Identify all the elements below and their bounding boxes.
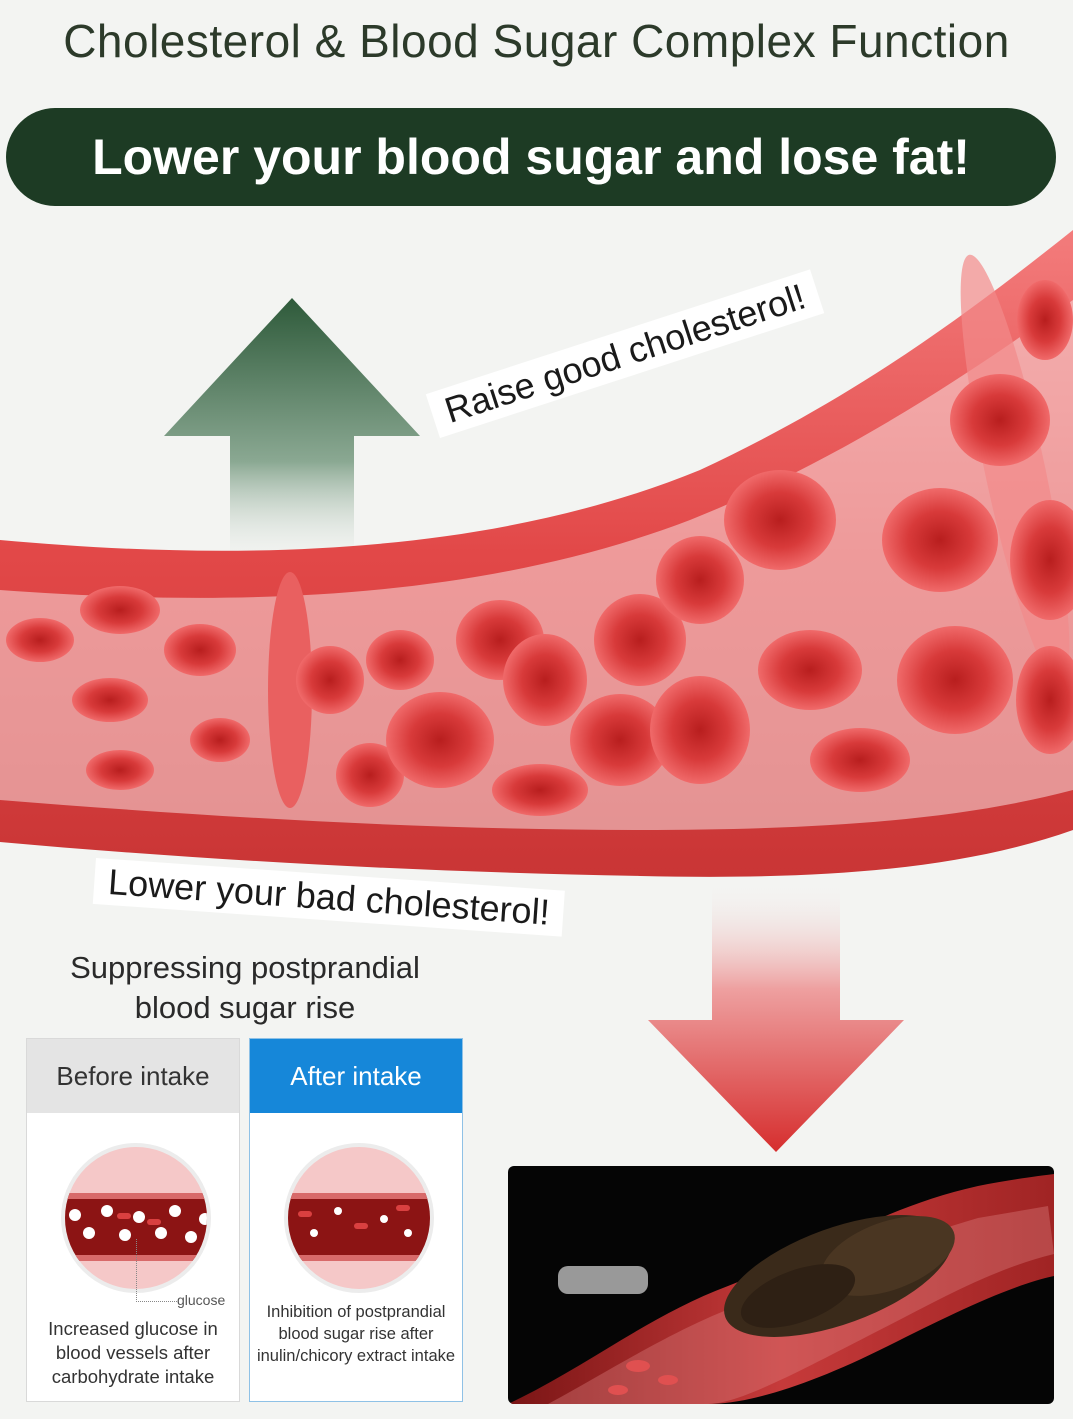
blood-sugar-subheading: Suppressing postprandial blood sugar ris… <box>70 950 420 1025</box>
blood-cell <box>396 1205 410 1211</box>
after-intake-header: After intake <box>250 1039 462 1113</box>
before-intake-header: Before intake <box>27 1039 239 1113</box>
up-arrow-icon <box>164 298 420 570</box>
glucose-callout: glucose <box>177 1292 226 1308</box>
artery-plaque-illustration <box>508 1174 1054 1404</box>
glucose-dot <box>119 1229 131 1241</box>
glucose-dot <box>101 1205 113 1217</box>
glucose-dot <box>404 1229 412 1237</box>
glucose-dot <box>185 1231 197 1243</box>
glucose-dot <box>334 1207 342 1215</box>
glucose-dot <box>83 1227 95 1239</box>
after-intake-card: After intake Inhibition of postprandial … <box>249 1038 463 1402</box>
headline-text: Lower your blood sugar and lose fat! <box>92 129 970 185</box>
blood-cell <box>354 1223 368 1229</box>
blood-cell <box>117 1213 131 1219</box>
before-intake-caption: Increased glucose in blood vessels after… <box>48 1318 218 1387</box>
blood-cell <box>298 1211 312 1217</box>
down-arrow-icon <box>648 880 904 1152</box>
after-vessel-diagram <box>284 1143 434 1293</box>
glucose-dot <box>380 1215 388 1223</box>
clogged-artery-image <box>508 1166 1054 1404</box>
glucose-dot <box>199 1213 207 1225</box>
glucose-dot <box>155 1227 167 1239</box>
glucose-dot <box>69 1209 81 1221</box>
vessel-cross-section <box>288 1193 430 1261</box>
blood-cell <box>147 1219 161 1225</box>
before-intake-card: Before intake glucose Increased glucose … <box>26 1038 240 1402</box>
glucose-dot <box>169 1205 181 1217</box>
glucose-callout-line <box>136 1239 177 1302</box>
glucose-dot <box>310 1229 318 1237</box>
red-blood-cells <box>6 280 1073 816</box>
page-title: Cholesterol & Blood Sugar Complex Functi… <box>63 15 1010 67</box>
glucose-dot <box>133 1211 145 1223</box>
after-intake-caption: Inhibition of postprandial blood sugar r… <box>256 1303 456 1365</box>
headline-banner: Lower your blood sugar and lose fat! <box>6 108 1056 206</box>
